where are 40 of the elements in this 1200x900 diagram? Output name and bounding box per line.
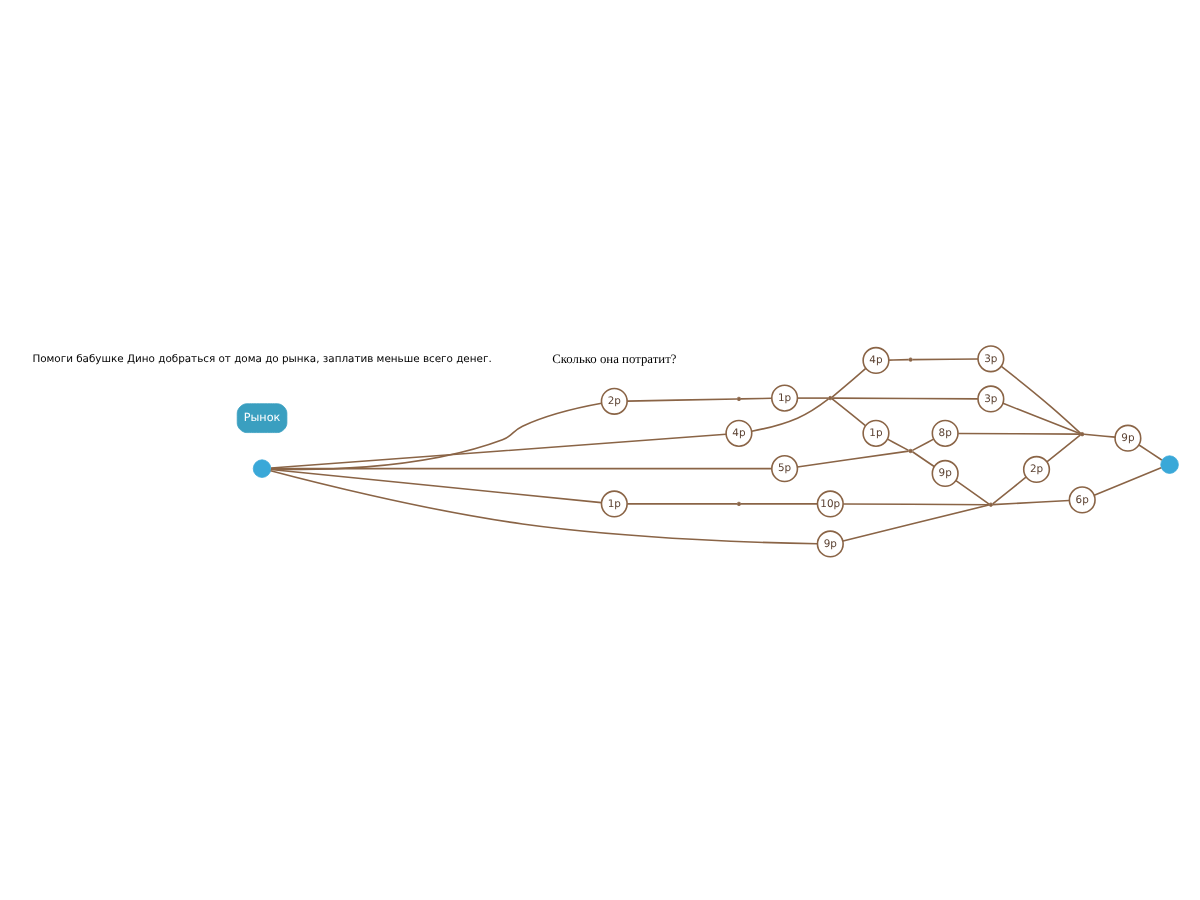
connector xyxy=(991,475,1027,504)
connector xyxy=(751,397,830,432)
connector xyxy=(842,503,990,541)
connector xyxy=(957,431,1082,434)
connector xyxy=(991,498,1071,505)
connector xyxy=(1083,432,1116,437)
connector xyxy=(626,502,738,504)
node-circle xyxy=(252,458,272,477)
connector xyxy=(1002,401,1082,434)
connector xyxy=(796,396,830,398)
node-point xyxy=(908,447,913,453)
connector xyxy=(911,449,935,467)
connector xyxy=(1000,364,1082,434)
connector xyxy=(911,437,935,451)
connector xyxy=(270,466,773,469)
connector xyxy=(1046,433,1082,462)
node-point xyxy=(828,394,833,400)
connector xyxy=(842,502,990,505)
connector xyxy=(888,357,910,360)
connector xyxy=(796,449,910,467)
connector xyxy=(739,502,819,504)
connector xyxy=(269,468,819,544)
connector xyxy=(831,396,979,399)
connector xyxy=(831,397,867,426)
connector xyxy=(1138,443,1163,460)
connector xyxy=(270,432,727,468)
node-point xyxy=(736,500,742,506)
node-point xyxy=(988,501,993,506)
connector xyxy=(1093,465,1162,496)
node-point xyxy=(1080,431,1085,436)
node-point xyxy=(908,356,913,361)
connector xyxy=(886,437,910,451)
connector xyxy=(955,478,990,504)
connector xyxy=(911,357,979,360)
node-circle xyxy=(1160,454,1179,473)
connector xyxy=(740,396,773,399)
connector xyxy=(270,467,603,503)
connector xyxy=(831,366,867,397)
connector xyxy=(626,397,738,401)
node-point xyxy=(736,395,742,401)
